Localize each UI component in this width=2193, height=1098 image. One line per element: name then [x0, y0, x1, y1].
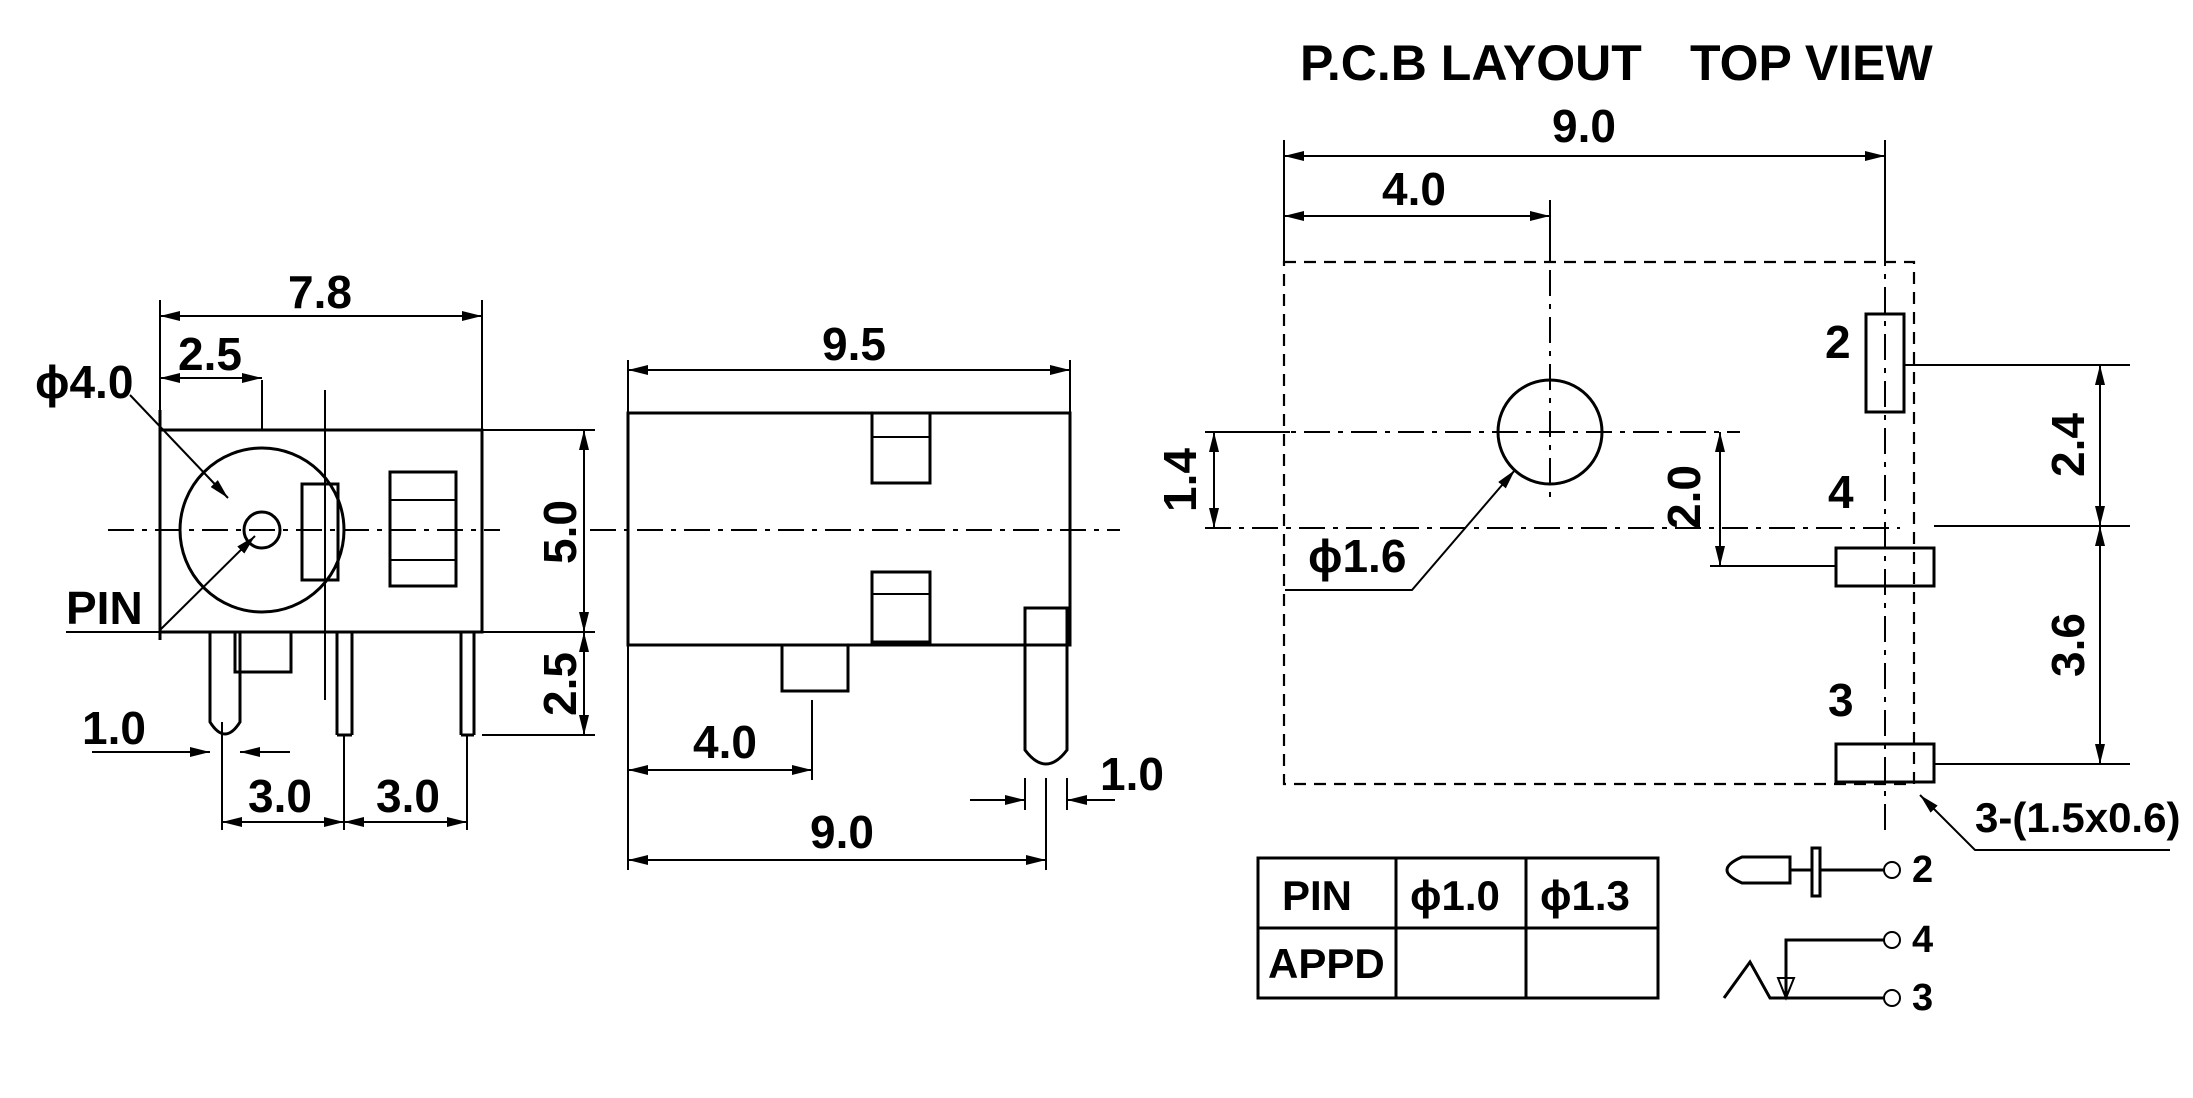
front-view: 7.8 2.5 ϕ4.0 PIN 5.0 2.5 1.0 3.0 3.0 [35, 266, 595, 830]
side-view: 9.5 4.0 9.0 1.0 [590, 318, 1164, 870]
side-pin-width-dim: 1.0 [1100, 748, 1164, 800]
pin-label: PIN [66, 582, 143, 634]
table-row-appd: APPD [1268, 940, 1385, 987]
pin-table: PIN ϕ1.0 ϕ1.3 APPD [1256, 856, 1660, 1000]
front-width-dim: 7.8 [288, 266, 352, 318]
table-header-phi-1-3: ϕ1.3 [1540, 872, 1630, 919]
pcb-pin-vertical-dim: 2.0 [1658, 465, 1710, 529]
front-hole-diameter-dim: ϕ4.0 [35, 356, 133, 408]
side-mid-notch [870, 570, 932, 644]
pin-number-3: 3 [1828, 674, 1854, 726]
schematic-terminal-3-label: 3 [1912, 977, 1933, 1019]
pad-2 [1864, 312, 1906, 414]
terminal-4 [1883, 931, 1901, 949]
table-header-pin: PIN [1282, 872, 1352, 919]
terminal-3 [1883, 989, 1901, 1007]
side-rear-pin [1023, 606, 1069, 766]
pcb-hole-vertical-dim: 1.4 [1154, 448, 1206, 512]
terminal-2 [1883, 861, 1901, 879]
center-pin [242, 510, 282, 550]
front-pitch-right-dim: 3.0 [376, 770, 440, 822]
contact-spring [300, 482, 340, 582]
side-length-dim: 9.5 [822, 318, 886, 370]
plug-tip [1725, 855, 1792, 885]
front-height-dim: 5.0 [534, 500, 586, 564]
side-pin-offset-dim: 4.0 [693, 716, 757, 768]
pad-size-note: 3-(1.5x0.6) [1975, 794, 2180, 841]
pcb-hole-offset-dim: 4.0 [1382, 163, 1446, 215]
pcb-total-width-dim: 9.0 [1552, 100, 1616, 152]
side-bottom-pin [780, 643, 850, 693]
table-header-phi-1-0: ϕ1.0 [1410, 872, 1500, 919]
pcb-upper-spacing-dim: 2.4 [2042, 413, 2094, 477]
top-view-title: TOP VIEW [1690, 35, 1933, 91]
pcb-layout-view: 9.0 4.0 1.4 2.0 ϕ1.6 2.4 3.6 3-(1.5x0.6)… [1154, 100, 2180, 851]
schematic-terminal-4-label: 4 [1912, 919, 1933, 961]
side-pin-span-dim: 9.0 [810, 806, 874, 858]
front-pin-width-dim: 1.0 [82, 702, 146, 754]
pcb-lower-spacing-dim: 3.6 [2042, 613, 2094, 677]
front-pin-length-dim: 2.5 [534, 652, 586, 716]
pin-number-2: 2 [1825, 316, 1851, 368]
front-pitch-left-dim: 3.0 [248, 770, 312, 822]
jack-schematic: 2 4 3 [1722, 846, 1933, 1019]
side-top-notch [870, 411, 932, 485]
schematic-terminal-2-label: 2 [1912, 849, 1933, 891]
pcb-footprint-outline [1282, 260, 1916, 786]
pcb-hole-diameter-dim: ϕ1.6 [1308, 530, 1406, 582]
front-center-offset-dim: 2.5 [178, 328, 242, 380]
pcb-layout-title: P.C.B LAYOUT [1300, 35, 1642, 91]
pin-number-4: 4 [1828, 466, 1854, 518]
